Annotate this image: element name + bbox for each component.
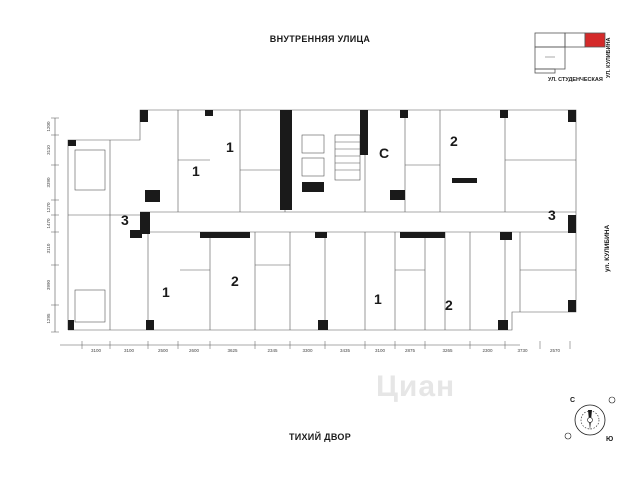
apartment-label: 1 <box>374 291 382 307</box>
dimension-label: 3390 <box>46 177 51 188</box>
dimension-label: 3265 <box>442 348 453 353</box>
dimension-label: 2500 <box>158 348 169 353</box>
apartment-label: 2 <box>231 273 239 289</box>
dimension-label: 1200 <box>46 121 51 132</box>
dimension-label: 3100 <box>124 348 135 353</box>
dimension-label: 3435 <box>340 348 351 353</box>
dimension-label: 1270 <box>46 202 51 213</box>
dimension-label: 3300 <box>302 348 313 353</box>
dimension-label: 2345 <box>267 348 278 353</box>
dimension-label: 3625 <box>227 348 238 353</box>
dimension-label: 2600 <box>189 348 200 353</box>
compass-south-label: Ю <box>606 436 614 443</box>
apartment-label: С <box>379 145 390 161</box>
dimension-label: 2875 <box>405 348 416 353</box>
dimension-label: 2300 <box>482 348 493 353</box>
compass-north-label: С <box>570 397 576 404</box>
dimension-chain-bottom: 3100 3100 2500 2600 3625 2345 3300 3435 3100 2875… <box>81 341 571 353</box>
dimension-label: 1295 <box>46 313 51 324</box>
dimension-label: 3110 <box>46 145 51 155</box>
apartment-label: 2 <box>450 133 458 149</box>
street-label-bottom: ТИХИЙ ДВОР <box>288 432 352 442</box>
key-plan-current-section <box>584 32 606 48</box>
dimension-chain-left: 1200 3110 3390 1270 1470 3110 3990 1295 <box>46 117 59 333</box>
dimension-label: 3100 <box>375 348 386 353</box>
apartment-label: 3 <box>548 207 556 223</box>
apartment-label: 2 <box>445 297 453 313</box>
dimension-label: 3110 <box>46 243 51 253</box>
apartment-label: 1 <box>226 139 234 155</box>
dimension-label: 3990 <box>46 279 51 290</box>
dimension-label: 1470 <box>46 218 51 229</box>
street-label-top: ВНУТРЕННЯЯ УЛИЦА <box>269 34 371 44</box>
dimension-label: 3100 <box>91 348 102 353</box>
apartment-label: 1 <box>192 163 200 179</box>
dimension-label: 2570 <box>550 348 561 353</box>
apartment-label: 3 <box>121 212 129 228</box>
watermark: Циан <box>376 370 456 403</box>
apartment-label: 1 <box>162 284 170 300</box>
key-street-bottom: УЛ. СТУДЕНЧЕСКАЯ <box>548 77 603 83</box>
dimension-label: 3730 <box>517 348 528 353</box>
